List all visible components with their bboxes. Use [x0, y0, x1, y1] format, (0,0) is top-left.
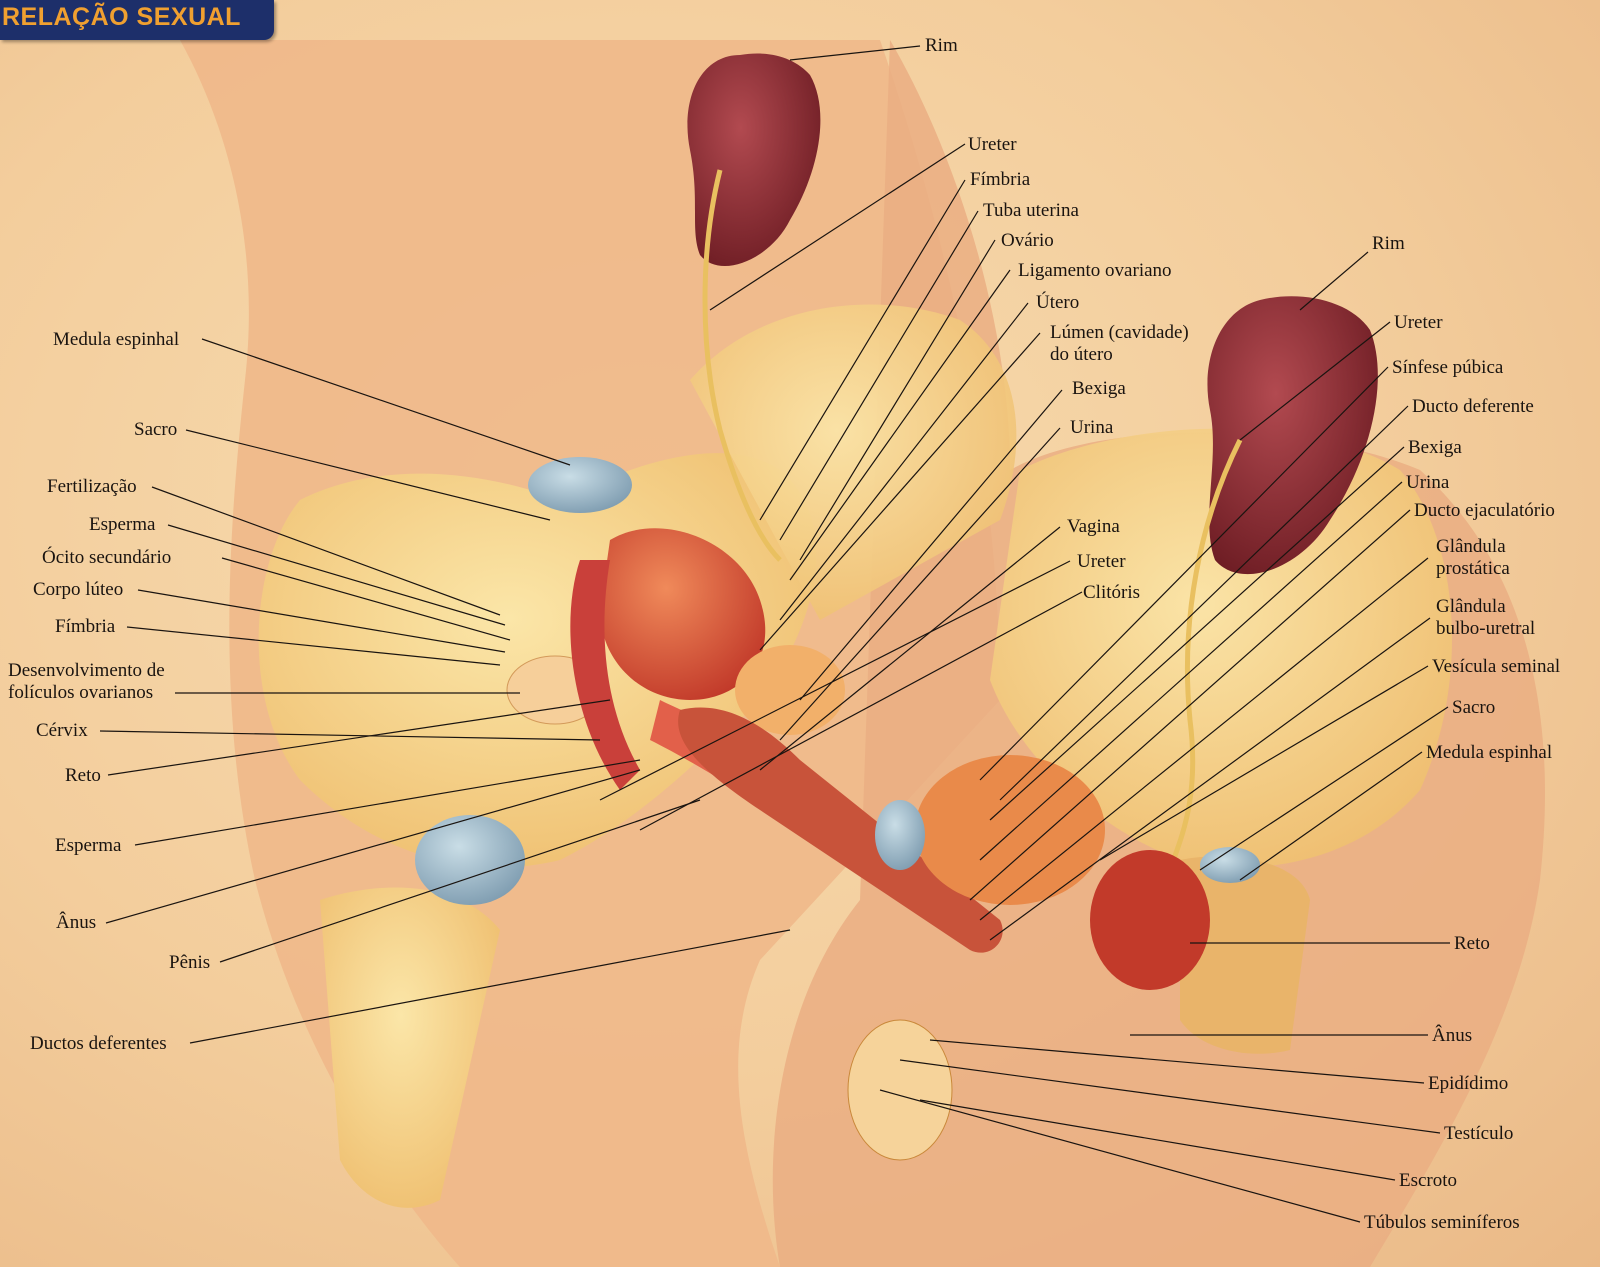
male-cartilage-2 [1200, 847, 1260, 883]
label-ovario: Ovário [1001, 230, 1054, 251]
label-prostatica-line2: prostática [1436, 558, 1510, 579]
male-bladder [915, 755, 1105, 905]
female-femur [320, 887, 500, 1208]
label-desenvolvimento-line1: Desenvolvimento de [8, 660, 165, 681]
label-lumen-line1: Lúmen (cavidade) [1050, 322, 1189, 343]
label-desenvolvimento-line2: folículos ovarianos [8, 682, 154, 703]
male-rectum [1090, 850, 1210, 990]
label-lumen-line2: do útero [1050, 344, 1113, 365]
label-ducto-deferente: Ducto deferente [1412, 396, 1534, 417]
label-fimbria-left: Fímbria [55, 616, 116, 637]
label-reto-left: Reto [65, 765, 101, 786]
label-tubulos-seminiferos: Túbulos seminíferos [1364, 1212, 1520, 1233]
label-anus-right: Ânus [1432, 1025, 1473, 1046]
female-rectum [570, 560, 640, 790]
label-clitoris: Clitóris [1083, 582, 1141, 603]
label-ductos-deferentes: Ductos deferentes [30, 1033, 167, 1054]
label-rim-female: Rim [925, 35, 958, 56]
female-ureter [702, 169, 782, 562]
label-ligamento-ovariano: Ligamento ovariano [1018, 260, 1172, 281]
male-pelvis [990, 428, 1453, 868]
female-bladder [735, 645, 845, 735]
label-ducto-ejaculatorio: Ducto ejaculatório [1414, 500, 1555, 521]
male-ureter [1167, 438, 1243, 871]
label-vesicula-seminal: Vesícula seminal [1432, 656, 1561, 677]
label-cervix: Cérvix [36, 720, 88, 741]
label-sinfese-pubica: Sínfese púbica [1392, 357, 1504, 378]
label-bexiga-female: Bexiga [1072, 378, 1126, 399]
label-esperma-lower: Esperma [55, 835, 122, 856]
label-vagina: Vagina [1067, 516, 1120, 537]
femoral-head-cartilage [415, 815, 525, 905]
testicle [847, 1019, 953, 1161]
label-urina-male: Urina [1406, 472, 1450, 493]
label-sacro-left: Sacro [134, 419, 178, 440]
label-sacro-right: Sacro [1452, 697, 1496, 718]
penis [678, 707, 1003, 953]
label-corpo-luteo: Corpo lúteo [33, 579, 124, 600]
label-penis: Pênis [169, 952, 211, 973]
label-medula-espinhal-right: Medula espinhal [1426, 742, 1553, 763]
label-fimbria-center: Fímbria [970, 169, 1031, 190]
title-tab: RELAÇÃO SEXUAL [0, 0, 274, 40]
label-rim-male: Rim [1372, 233, 1405, 254]
label-testiculo: Testículo [1444, 1123, 1514, 1144]
label-ocito-secundario: Ócito secundário [42, 547, 172, 568]
label-prostatica-line1: Glândula [1436, 536, 1506, 557]
label-tuba-uterina: Tuba uterina [983, 200, 1079, 221]
label-ureter-female: Ureter [968, 134, 1017, 155]
label-fertilizacao: Fertilização [47, 476, 137, 497]
label-ureter-center: Ureter [1077, 551, 1126, 572]
uterus [600, 528, 766, 700]
page-title: RELAÇÃO SEXUAL [2, 3, 241, 31]
leader-lines [99, 45, 1450, 1223]
label-esperma-upper: Esperma [89, 514, 156, 535]
label-urina-female: Urina [1070, 417, 1114, 438]
male-cartilage-1 [875, 800, 925, 870]
female-kidney [687, 53, 821, 267]
label-utero: Útero [1036, 292, 1080, 313]
male-sacrum [1180, 856, 1310, 1054]
label-bulbo-line1: Glândula [1436, 596, 1506, 617]
label-medula-espinhal-left: Medula espinhal [53, 329, 180, 350]
label-epididimo: Epidídimo [1428, 1073, 1509, 1094]
label-reto-right: Reto [1454, 933, 1490, 954]
label-bexiga-male: Bexiga [1408, 437, 1462, 458]
label-escroto: Escroto [1399, 1170, 1458, 1191]
label-ureter-male: Ureter [1394, 312, 1443, 333]
female-sacrum-cartilage [528, 457, 632, 513]
label-bulbo-line2: bulbo-uretral [1436, 618, 1536, 639]
label-anus-left: Ânus [56, 912, 97, 933]
